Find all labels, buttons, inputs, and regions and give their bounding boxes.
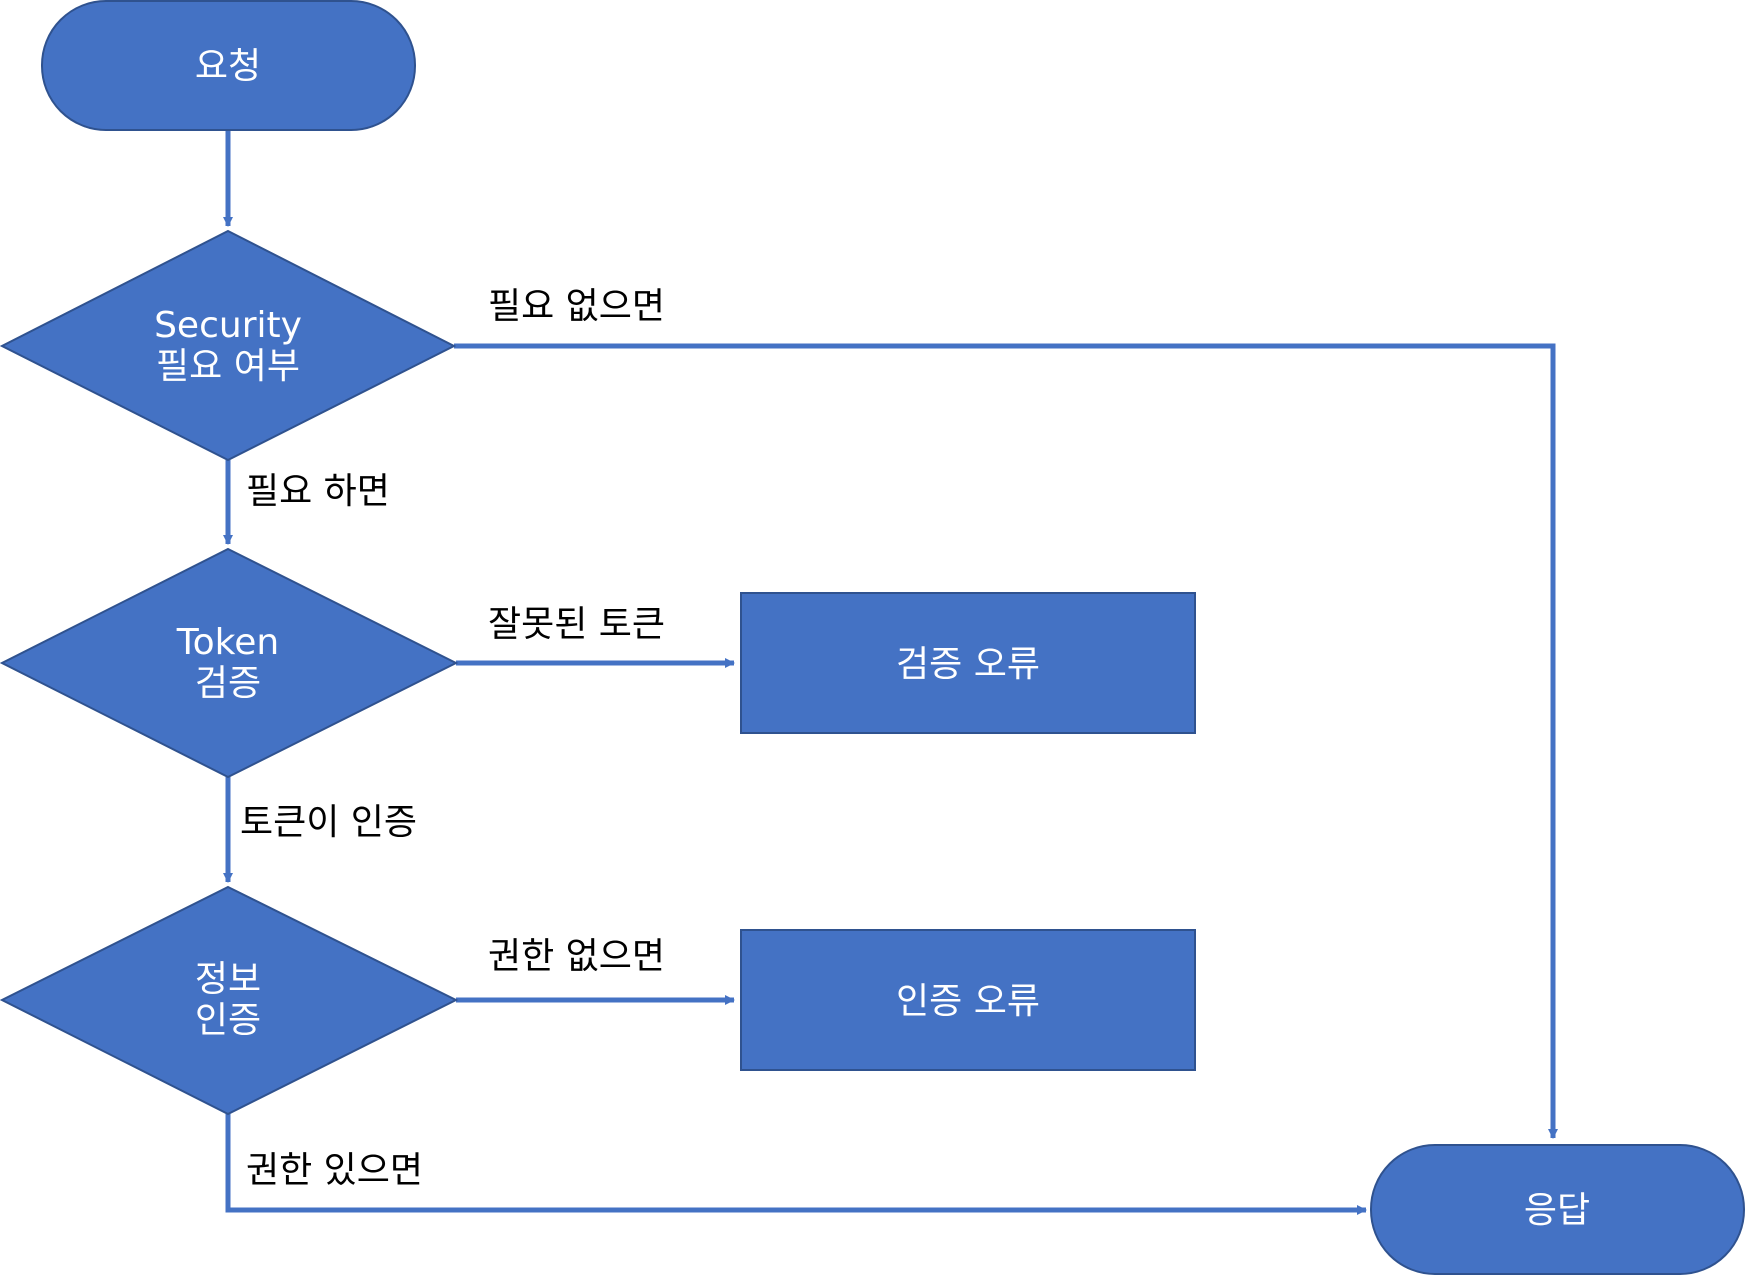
- response-label: 응답: [1524, 1190, 1590, 1231]
- request-terminal: [41, 0, 416, 131]
- auth-error-label: 인증 오류: [896, 981, 1040, 1022]
- edge-info-to-response: [225, 1114, 1367, 1215]
- edge-label-invalid-token: 잘못된 토큰: [488, 604, 665, 645]
- edge-label-no-permission: 권한 없으면: [488, 936, 665, 977]
- security-label-line1: Security: [154, 305, 302, 346]
- request-label: 요청: [195, 46, 261, 87]
- info-auth-label-line2: 인증: [195, 1000, 261, 1041]
- response-terminal: [1370, 1144, 1745, 1275]
- auth-error-box: [740, 929, 1196, 1071]
- security-decision: [0, 229, 457, 462]
- validation-error-label: 검증 오류: [896, 644, 1040, 685]
- edge-security-to-response: [454, 343, 1558, 1139]
- info-auth-decision: [0, 885, 459, 1116]
- node-labels: 요청 Security 필요 여부 Token 검증 정보 인증 검증 오류 인…: [154, 46, 1590, 1231]
- edge-label-needed: 필요 하면: [246, 471, 390, 512]
- token-label-line2: 검증: [195, 663, 261, 704]
- validation-error-box: [740, 592, 1196, 734]
- edge-label-token-authenticated: 토큰이 인증: [240, 802, 417, 843]
- security-label-line2: 필요 여부: [156, 346, 300, 387]
- edge-label-not-needed: 필요 없으면: [488, 286, 665, 327]
- edge-label-has-permission: 권한 있으면: [246, 1150, 423, 1191]
- token-decision: [0, 547, 459, 779]
- token-label-line1: Token: [176, 622, 279, 663]
- info-auth-label-line1: 정보: [195, 959, 261, 1000]
- edge-labels: 필요 없으면 필요 하면 잘못된 토큰 토큰이 인증 권한 없으면 권한 있으면: [240, 286, 665, 1191]
- edges: [223, 130, 1558, 1215]
